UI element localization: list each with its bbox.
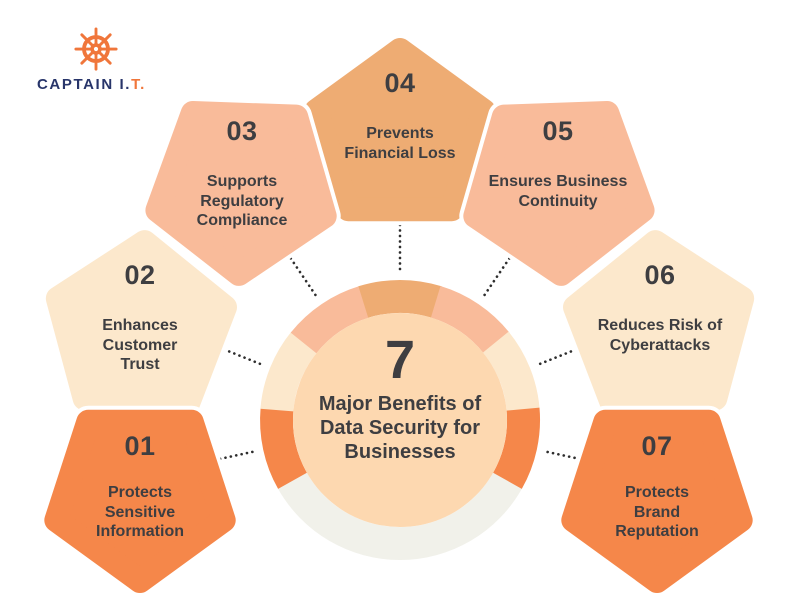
item-label: Prevents Financial Loss [344, 125, 456, 162]
item-number: 07 [641, 431, 673, 461]
ship-wheel-icon [74, 27, 118, 71]
pentagon-shape [300, 34, 500, 226]
connector-line [538, 341, 594, 366]
ring-segment [277, 472, 523, 560]
connector-line [206, 341, 262, 366]
item-number: 03 [226, 116, 258, 146]
item-label: Supports Regulatory Compliance [196, 173, 288, 230]
pentagon-shape [558, 226, 759, 420]
pentagon-shape [40, 405, 240, 597]
ring-segment [493, 407, 541, 489]
pentagon-item-02: 02 Enhances Customer Trust [40, 226, 242, 430]
ring-segment [358, 279, 442, 318]
brand-name-primary: CAPTAIN I. [37, 76, 132, 93]
item-number: 01 [124, 431, 156, 461]
item-label: Enhances Customer Trust [102, 317, 178, 374]
center-number: 7 [384, 330, 416, 390]
connector-line [282, 247, 317, 297]
ring-segment [290, 286, 370, 354]
pentagon-item-01: 01 Protects Sensitive Information [40, 393, 240, 597]
item-number: 05 [542, 116, 574, 146]
pentagon-item-05: 05 Ensures Business Continuity [458, 86, 659, 290]
connector-line [546, 450, 604, 466]
ring-segment [483, 331, 540, 412]
pentagon-item-06: 06 Reduces Risk of Cyberattacks [558, 226, 760, 430]
ring-segment [260, 331, 317, 412]
connector-line [483, 247, 518, 297]
ring-segment [430, 286, 510, 354]
ring-segment [260, 407, 307, 489]
center-title: Major Benefits of Data Security for Busi… [318, 392, 482, 464]
center-circle [293, 313, 507, 527]
item-label: Protects Brand Reputation [615, 484, 699, 541]
item-label: Protects Sensitive Information [96, 484, 184, 541]
brand-name: CAPTAIN I.T. [37, 76, 177, 93]
pentagon-item-04: 04 Prevents Financial Loss [300, 34, 500, 238]
item-number: 06 [644, 260, 676, 290]
item-label: Ensures Business Continuity [488, 173, 628, 210]
item-number: 04 [384, 68, 416, 98]
item-number: 02 [124, 260, 156, 290]
brand-logo: CAPTAIN I.T. [37, 26, 177, 93]
pentagon-shape [41, 226, 242, 420]
pentagon-item-07: 07 Protects Brand Reputation [557, 393, 757, 597]
center-text: 7 Major Benefits of Data Security for Bu… [300, 332, 500, 465]
brand-name-accent: T. [131, 76, 146, 93]
pentagon-shape [141, 97, 341, 290]
pentagon-shape [557, 405, 757, 597]
pentagon-item-03: 03 Supports Regulatory Compliance [141, 86, 342, 290]
pentagon-shape [459, 97, 659, 290]
connector-line [196, 450, 254, 466]
item-label: Reduces Risk of Cyberattacks [597, 317, 723, 354]
